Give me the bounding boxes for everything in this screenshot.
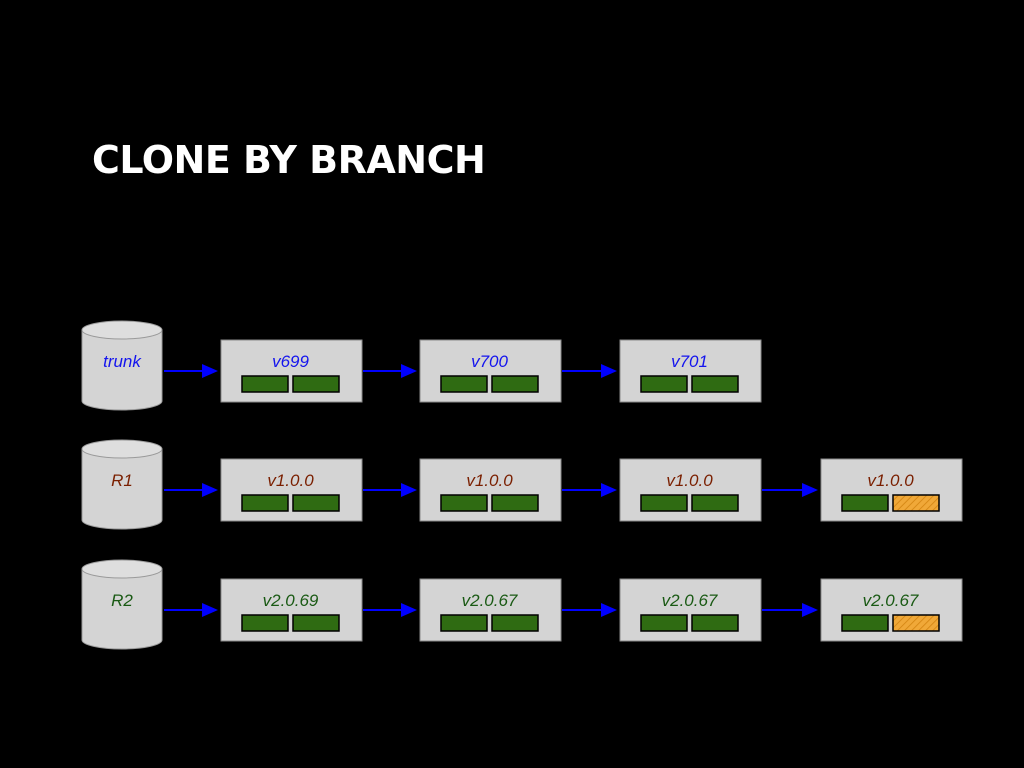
cylinder-top (81, 439, 163, 459)
module-cell (241, 375, 289, 393)
module-cell (491, 375, 539, 393)
arrow-head (202, 603, 218, 617)
revision-box: v699 (220, 339, 363, 403)
arrow-head (601, 483, 617, 497)
revision-label: v1.0.0 (267, 471, 314, 490)
module-cell (292, 494, 340, 512)
revision-box: v2.0.67 (419, 578, 562, 642)
arrow-head (401, 603, 417, 617)
slide-title: CLONE BY BRANCH (92, 138, 486, 182)
cylinder-body (81, 568, 163, 650)
module-cell (241, 614, 289, 632)
arrow (562, 483, 617, 497)
arrow (363, 483, 417, 497)
module-cell (440, 375, 488, 393)
revision-label: v2.0.67 (662, 591, 718, 610)
revision-label: v2.0.69 (263, 591, 319, 610)
revision-label: v1.0.0 (666, 471, 713, 490)
revision-box: v1.0.0 (619, 458, 762, 522)
module-cell (292, 614, 340, 632)
module-cell (640, 494, 688, 512)
cylinder-body (81, 448, 163, 530)
revision-box: v1.0.0 (820, 458, 963, 522)
arrow-head (202, 483, 218, 497)
repo-cylinder-trunk: trunk (81, 320, 163, 411)
module-cell (292, 375, 340, 393)
arrow (363, 603, 417, 617)
arrow-head (601, 364, 617, 378)
arrow-head (802, 483, 818, 497)
arrow-head (401, 364, 417, 378)
revision-label: v700 (471, 352, 508, 371)
module-cell (440, 494, 488, 512)
revision-label: v1.0.0 (466, 471, 513, 490)
cylinder-top (81, 559, 163, 579)
cylinder-body (81, 329, 163, 411)
module-cell (841, 614, 889, 632)
module-cell (841, 494, 889, 512)
arrow (164, 603, 218, 617)
repo-cylinder-r1: R1 (81, 439, 163, 530)
module-cell (440, 614, 488, 632)
arrow-head (601, 603, 617, 617)
arrow (164, 483, 218, 497)
revision-box: v2.0.67 (619, 578, 762, 642)
changed-cell (892, 494, 940, 512)
changed-cell (892, 614, 940, 632)
revision-label: v699 (272, 352, 309, 371)
module-cell (491, 614, 539, 632)
module-cell (640, 375, 688, 393)
branch-row-trunk: trunk v699 v700 v701 (81, 320, 762, 411)
arrow (562, 364, 617, 378)
repo-label: trunk (103, 352, 142, 371)
repo-label: R2 (111, 591, 133, 610)
module-cell (241, 494, 289, 512)
arrow (363, 364, 417, 378)
branch-row-r2: R2 v2.0.69 v2.0.67 v2.0.67 v2.0.67 (81, 559, 963, 650)
revision-box: v1.0.0 (419, 458, 562, 522)
repo-cylinder-r2: R2 (81, 559, 163, 650)
arrow-head (802, 603, 818, 617)
module-cell (491, 494, 539, 512)
module-cell (691, 614, 739, 632)
module-cell (691, 494, 739, 512)
arrow-head (202, 364, 218, 378)
revision-box: v2.0.69 (220, 578, 363, 642)
revision-box: v1.0.0 (220, 458, 363, 522)
branch-row-r1: R1 v1.0.0 v1.0.0 v1.0.0 v1.0.0 (81, 439, 963, 530)
arrow (762, 603, 818, 617)
module-cell (640, 614, 688, 632)
arrow-head (401, 483, 417, 497)
repo-label: R1 (111, 471, 133, 490)
revision-box: v701 (619, 339, 762, 403)
arrow (762, 483, 818, 497)
revision-label: v701 (671, 352, 708, 371)
revision-box: v2.0.67 (820, 578, 963, 642)
revision-label: v2.0.67 (863, 591, 919, 610)
revision-label: v1.0.0 (867, 471, 914, 490)
revision-box: v700 (419, 339, 562, 403)
revision-label: v2.0.67 (462, 591, 518, 610)
cylinder-top (81, 320, 163, 340)
arrow (562, 603, 617, 617)
arrow (164, 364, 218, 378)
module-cell (691, 375, 739, 393)
